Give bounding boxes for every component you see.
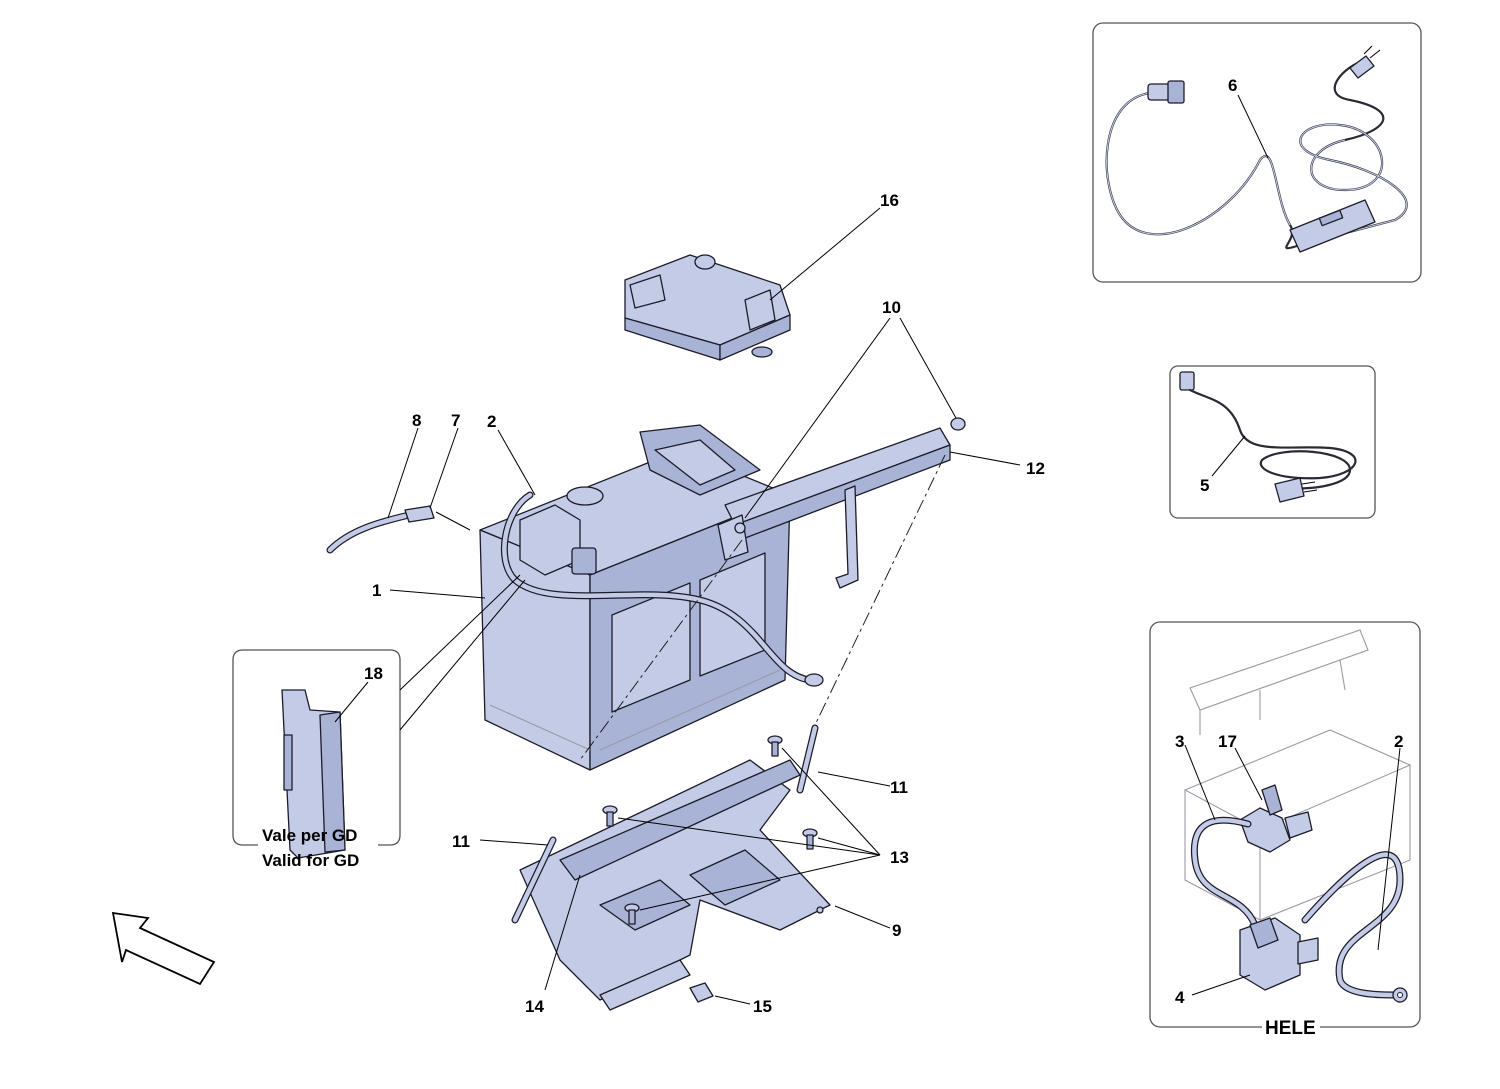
callout-5: 5 bbox=[1200, 476, 1209, 495]
callout-6: 6 bbox=[1228, 76, 1237, 95]
callout-7: 7 bbox=[451, 411, 460, 430]
callout-12: 12 bbox=[1026, 459, 1045, 478]
hold-down-bracket bbox=[717, 417, 966, 589]
gd-caption-it: Vale per GD bbox=[262, 826, 357, 845]
gd-caption-en: Valid for GD bbox=[262, 851, 359, 870]
bolts bbox=[602, 735, 818, 925]
callout-13: 13 bbox=[890, 848, 909, 867]
callout-10: 10 bbox=[882, 298, 901, 317]
callout-3: 3 bbox=[1175, 732, 1184, 751]
battery-sensor-module bbox=[624, 254, 791, 361]
callout-14: 14 bbox=[525, 997, 544, 1016]
charger-unit bbox=[1289, 199, 1376, 253]
inset-hele bbox=[1149, 621, 1421, 1036]
inset-charger bbox=[1092, 22, 1422, 283]
callout-2-hele: 2 bbox=[1394, 732, 1403, 751]
callout-16: 16 bbox=[880, 191, 899, 210]
inset-gd bbox=[232, 649, 401, 870]
callout-1: 1 bbox=[372, 581, 381, 600]
inset-cable bbox=[1169, 365, 1376, 519]
battery bbox=[479, 424, 791, 771]
callout-17: 17 bbox=[1218, 732, 1237, 751]
battery-tray bbox=[519, 759, 831, 1011]
callout-18: 18 bbox=[364, 664, 383, 683]
callout-8: 8 bbox=[412, 411, 421, 430]
arrow-up-left-icon bbox=[111, 911, 216, 986]
callout-9: 9 bbox=[892, 921, 901, 940]
callout-4: 4 bbox=[1175, 988, 1185, 1007]
callout-2: 2 bbox=[487, 412, 496, 431]
callout-11-right: 11 bbox=[890, 778, 908, 797]
callout-15: 15 bbox=[753, 997, 772, 1016]
callout-11-left: 11 bbox=[452, 832, 470, 851]
hele-caption: HELE bbox=[1265, 1018, 1316, 1039]
